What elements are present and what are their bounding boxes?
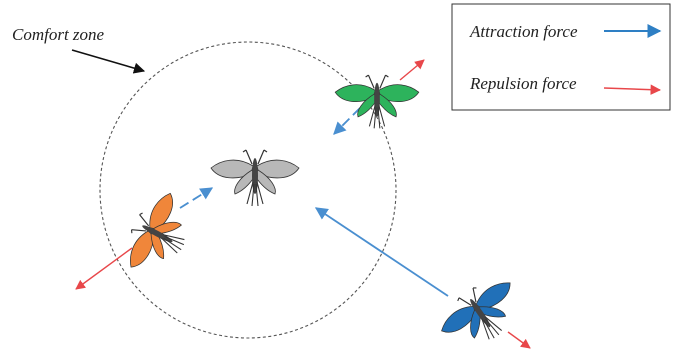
legend: Attraction force Repulsion force — [451, 3, 671, 111]
comfort-zone-label: Comfort zone — [12, 25, 105, 44]
legend-attraction-label: Attraction force — [469, 22, 578, 41]
moth-icon — [115, 184, 203, 285]
repulsion-arrow-orange — [75, 247, 133, 290]
legend-repulsion-arrow — [603, 84, 662, 95]
legend-repulsion-label: Repulsion force — [469, 74, 577, 93]
attraction-arrow-orange-to-center — [179, 187, 214, 209]
moth-icon — [210, 149, 300, 207]
attraction-arrow-green-to-center — [333, 107, 361, 135]
repulsion-arrow-green — [399, 59, 425, 81]
comfort-zone-pointer-arrow — [71, 49, 146, 74]
repulsion-arrow-blue — [507, 331, 531, 349]
comfort-zone-circle — [99, 41, 397, 339]
attraction-arrow-blue-to-center — [314, 207, 449, 297]
legend-frame — [451, 3, 671, 111]
